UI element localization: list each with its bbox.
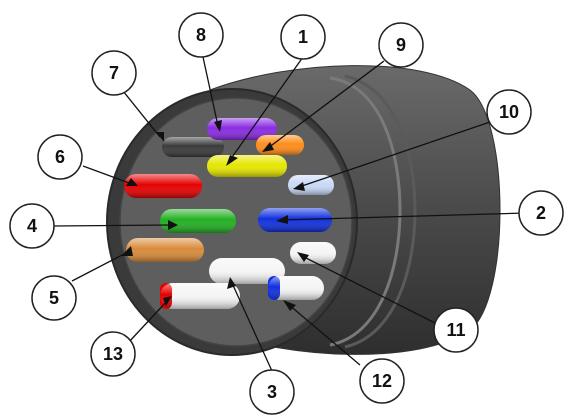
pin-6 [124,174,202,198]
arrowhead-6 [126,178,138,186]
callout-6: 6 [37,134,83,180]
callout-8: 8 [178,12,224,58]
leader-line-1 [229,56,304,161]
callout-1: 1 [280,14,326,60]
svg-text:12: 12 [372,371,392,391]
leader-line-6 [82,165,133,185]
pin-5 [126,238,204,262]
leader-line-4 [52,224,174,227]
arrowhead-1 [226,155,238,166]
svg-text:10: 10 [499,102,519,122]
pin-13 [160,283,240,309]
arrowhead-10 [293,182,305,191]
pin-4 [160,209,236,233]
pin-11 [290,242,336,264]
leader-arrowheads [121,120,309,311]
pin-7 [162,137,224,157]
pin-9 [207,155,287,177]
callouts: 1 2 3 4 5 6 7 8 [9,12,564,415]
pin-1 [256,135,304,155]
leader-line-3 [231,282,273,372]
callout-5: 5 [31,275,77,321]
arrowhead-9 [262,142,274,152]
arrowhead-13 [163,296,172,306]
svg-text:13: 13 [103,344,123,364]
callout-13: 13 [90,331,136,377]
svg-text:4: 4 [27,216,37,236]
pin-3 [209,258,285,284]
leader-line-13 [127,299,169,344]
arrowhead-8 [214,120,222,132]
leader-line-8 [202,56,219,127]
leader-line-5 [71,252,127,282]
svg-text:7: 7 [109,63,119,83]
svg-text:8: 8 [196,25,206,45]
pin-group [124,118,336,309]
svg-text:3: 3 [267,382,277,402]
leader-line-2 [281,212,527,221]
arrowhead-11 [297,252,309,262]
callout-11: 11 [433,307,479,353]
callout-10: 10 [486,89,532,135]
leader-line-12 [287,303,361,366]
svg-text:5: 5 [49,288,59,308]
callout-4: 4 [9,203,55,249]
callout-7: 7 [91,50,137,96]
leader-line-7 [122,90,161,138]
arrowhead-3 [227,277,236,289]
svg-text:1: 1 [298,27,308,47]
callout-2: 2 [518,190,564,236]
svg-text:2: 2 [536,203,546,223]
leader-lines [52,56,527,372]
callout-3: 3 [249,369,295,415]
arrowhead-7 [156,132,164,142]
pin-8 [207,118,277,140]
leader-line-11 [301,255,438,325]
svg-text:11: 11 [446,320,465,340]
svg-text:9: 9 [396,35,406,55]
arrowhead-2 [276,215,288,224]
leader-line-9 [267,60,385,149]
callout-12: 12 [359,358,405,404]
arrowhead-12 [283,300,296,311]
arrowhead-4 [168,220,178,230]
pin-12 [268,276,324,300]
callout-9: 9 [378,22,424,68]
arrowhead-5 [121,246,133,256]
leader-line-10 [298,121,491,188]
svg-text:6: 6 [55,147,65,167]
